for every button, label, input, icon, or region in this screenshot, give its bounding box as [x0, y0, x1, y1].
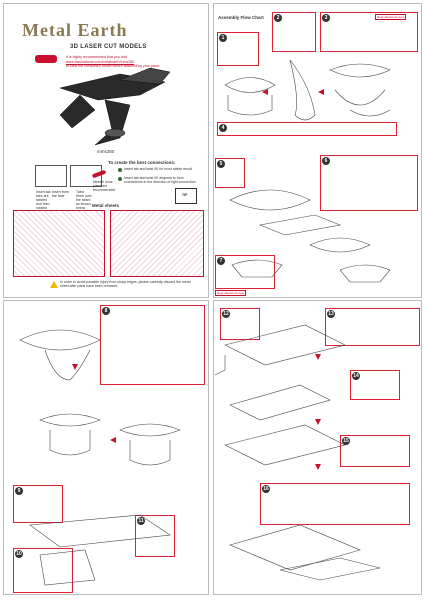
step-number: 14 [352, 372, 360, 380]
step-number: 4 [219, 124, 227, 132]
step-box-16 [260, 483, 410, 525]
tip-stamp-label: TIP [182, 193, 188, 197]
tool-label-3: Twist three over the seam as shown below [76, 190, 92, 210]
metal-sheet-a [13, 210, 105, 277]
brand-tagline: 3D LASER CUT MODELS [70, 44, 147, 50]
warning-text: In order to avoid possible injury from s… [60, 280, 191, 288]
step-box-6 [320, 155, 418, 211]
warning-icon [50, 281, 58, 288]
tool-label-4: Needle nose pliers are recommended [93, 180, 116, 192]
intro-line-3: to view the completed model before assem… [66, 64, 161, 68]
tip-1: Insert tab and twist 90 for most stable … [124, 167, 192, 171]
step-number: 13 [327, 310, 335, 318]
tip-1-icon [118, 168, 122, 172]
step-number: 12 [222, 310, 230, 318]
step-number: 11 [137, 517, 145, 525]
step-number: 3 [322, 14, 330, 22]
tip-2-icon [118, 177, 122, 181]
tool-label-2: Insert from the face [52, 190, 69, 198]
tool-diagram-2 [70, 165, 102, 187]
brand-seal [35, 55, 57, 63]
metal-sheets-title: Metal sheets [92, 203, 120, 208]
tool-diagram-1 [35, 165, 67, 187]
tip-stamp [175, 188, 197, 204]
intro-link[interactable]: www.fascinations.com/metalearth/mms280 [66, 59, 135, 64]
assembly-title: Assembly Flow Chart [218, 15, 264, 20]
metal-sheet-b [110, 210, 204, 277]
brand-logo: Metal Earth [22, 20, 128, 40]
step-number: 10 [15, 550, 23, 558]
step-box-13 [325, 308, 420, 346]
step-number: 15 [342, 437, 350, 445]
step-number: 8 [102, 307, 110, 315]
connections-title: To create the best connections: [108, 160, 176, 165]
step-number: 2 [274, 14, 282, 22]
step-number: 5 [217, 160, 225, 168]
rear-alignment-tag: Rear alignment view [375, 14, 407, 20]
tip-2: Insert tab and twist 90 degrees to form … [124, 176, 196, 184]
step-box-8 [100, 305, 205, 385]
step-number: 1 [219, 34, 227, 42]
step-number: 9 [15, 487, 23, 495]
model-code: mms280 [97, 149, 115, 154]
step-number: 7 [217, 257, 225, 265]
step-number: 16 [262, 485, 270, 493]
intro-text: It is highly recommended that you visit … [66, 55, 216, 69]
step-box-15 [340, 435, 410, 467]
rear-alignment-tag-2: Rear alignment view [215, 290, 247, 296]
step-box-4 [217, 122, 397, 136]
intro-line-1: It is highly recommended that you visit [66, 55, 127, 59]
tool-label-1: Insert tab tabs are twisted and then rot… [36, 190, 51, 210]
step-number: 6 [322, 157, 330, 165]
